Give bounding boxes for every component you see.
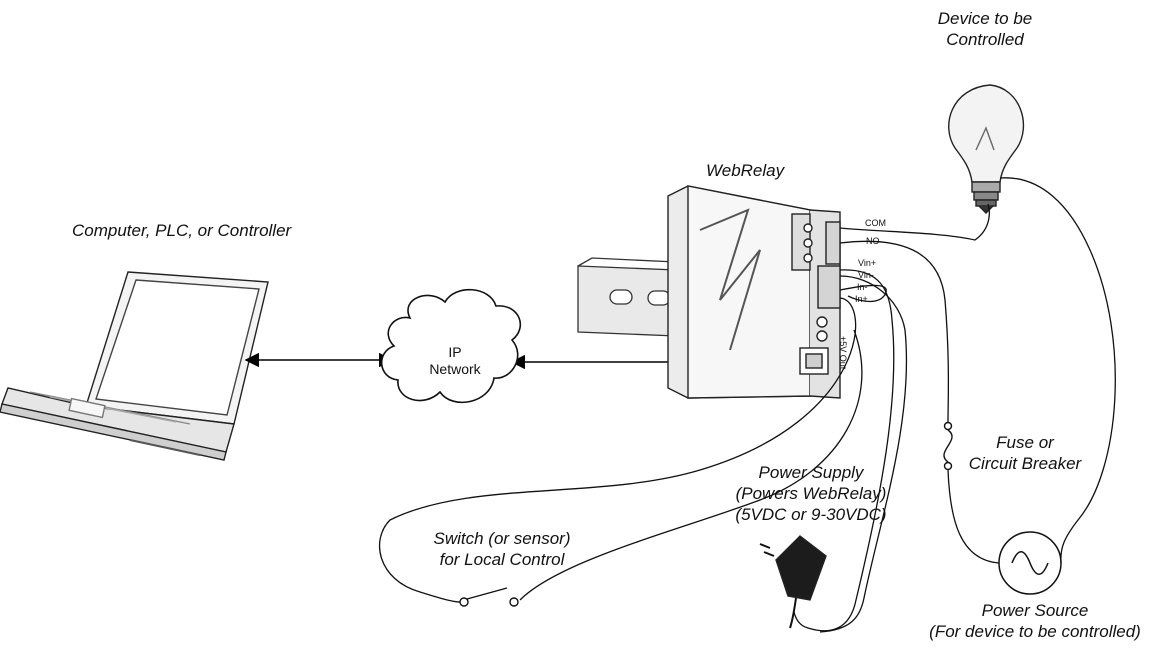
device-label-line1: Device to be — [937, 9, 1033, 28]
light-bulb-icon — [948, 84, 1025, 214]
terminal-screw — [803, 238, 813, 248]
terminal-no-label: NO — [866, 236, 880, 246]
terminal-vin-plus-label: Vin+ — [858, 258, 877, 268]
switch-label-line1: Switch (or sensor) — [433, 529, 571, 548]
switch-label: Switch (or sensor) for Local Control — [412, 528, 592, 570]
power-source-label-line1: Power Source — [981, 601, 1089, 620]
network-label-line1: IP — [448, 344, 462, 360]
ac-source-icon — [998, 531, 1062, 595]
laptop-icon — [0, 271, 269, 461]
power-supply-label-line2: (Powers WebRelay) — [735, 484, 887, 503]
terminal-5v-out-label: +5V Out — [838, 336, 848, 370]
terminal-screw — [803, 223, 813, 233]
network-label: IP Network — [410, 344, 500, 378]
wires — [378, 177, 1116, 633]
power-supply-label-line1: Power Supply — [758, 463, 864, 482]
power-supply-label-line3: (5VDC or 9-30VDC) — [735, 505, 887, 524]
fuse-icon — [943, 421, 953, 471]
terminal-vin-minus-label: Vin- — [858, 270, 874, 280]
power-source-label: Power Source (For device to be controlle… — [910, 600, 1160, 642]
fuse-label: Fuse or Circuit Breaker — [955, 432, 1095, 474]
switch-icon — [459, 587, 519, 607]
webrelay-device — [667, 185, 841, 399]
device-label-line2: Controlled — [946, 30, 1024, 49]
terminal-screw — [803, 253, 813, 263]
power-supply-label: Power Supply (Powers WebRelay) (5VDC or … — [718, 462, 904, 525]
fuse-label-line2: Circuit Breaker — [968, 454, 1082, 473]
webrelay-label: WebRelay — [706, 161, 785, 180]
network-cloud-icon — [380, 288, 522, 404]
terminal-in-minus-label: In- — [857, 282, 868, 292]
network-label-line2: Network — [429, 361, 481, 377]
computer-label: Computer, PLC, or Controller — [72, 221, 292, 240]
device-label: Device to be Controlled — [905, 8, 1065, 50]
terminal-in-plus-label: In+ — [855, 294, 868, 304]
switch-label-line2: for Local Control — [439, 550, 565, 569]
power-source-label-line2: (For device to be controlled) — [929, 622, 1141, 641]
din-rail — [577, 257, 677, 337]
power-adapter-icon — [759, 535, 827, 629]
fuse-label-line1: Fuse or — [996, 433, 1054, 452]
terminal-com-label: COM — [865, 218, 886, 228]
